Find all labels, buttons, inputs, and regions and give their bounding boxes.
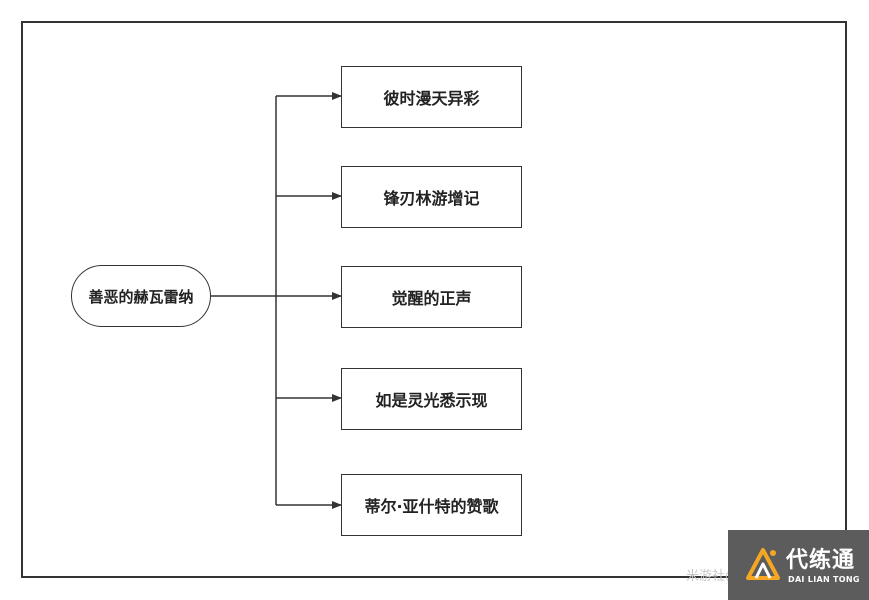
diagram-frame <box>21 21 847 578</box>
brand-title: 代练通 <box>786 548 856 573</box>
brand-badge: 代练通 DAI LIAN TONG <box>728 530 869 600</box>
brand-subtitle: DAI LIAN TONG <box>788 575 860 584</box>
child-node-1[interactable]: 彼时漫天异彩 <box>341 66 522 128</box>
child-node-label: 蒂尔·亚什特的赞歌 <box>364 497 499 516</box>
child-node-3[interactable]: 觉醒的正声 <box>341 266 522 328</box>
child-node-label: 锋刃林游增记 <box>383 189 480 208</box>
child-node-label: 觉醒的正声 <box>391 289 472 308</box>
child-node-label: 如是灵光悉示现 <box>375 391 488 410</box>
watermark-text: 米游社@ <box>686 569 739 584</box>
brand-logo-icon <box>746 548 780 580</box>
root-node-label: 善恶的赫瓦雷纳 <box>88 287 194 306</box>
child-node-label: 彼时漫天异彩 <box>383 89 480 108</box>
child-node-2[interactable]: 锋刃林游增记 <box>341 166 522 228</box>
child-node-4[interactable]: 如是灵光悉示现 <box>341 368 522 430</box>
root-node[interactable]: 善恶的赫瓦雷纳 <box>71 265 211 327</box>
child-node-5[interactable]: 蒂尔·亚什特的赞歌 <box>341 474 522 536</box>
